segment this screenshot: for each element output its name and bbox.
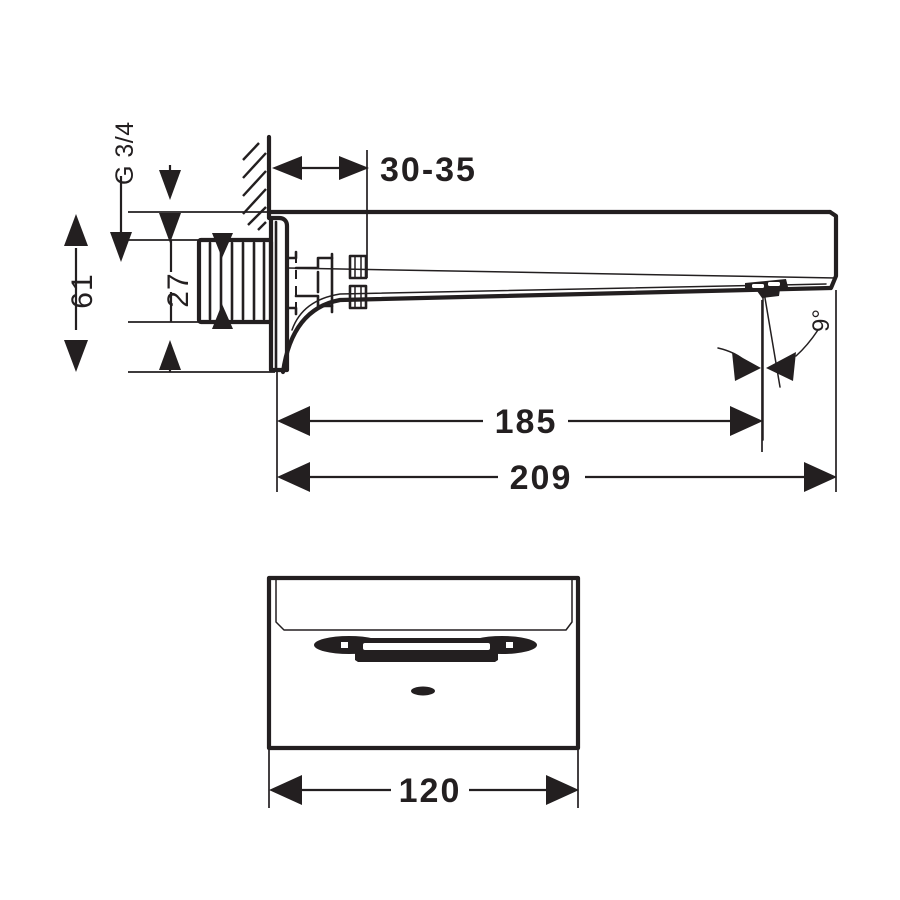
side-view bbox=[196, 134, 839, 375]
front-outlet-slot bbox=[314, 636, 537, 662]
cartridge-detail-upper bbox=[348, 254, 368, 280]
projection-total-label: 209 bbox=[510, 459, 573, 497]
dimension-projection-total: 209 bbox=[277, 290, 837, 497]
projection-outlet-label: 185 bbox=[495, 403, 558, 441]
front-chamfer-line bbox=[275, 577, 573, 631]
spout-inner-taper-line bbox=[287, 267, 837, 279]
cartridge-detail-lower bbox=[348, 284, 368, 310]
internal-section-detail bbox=[285, 250, 368, 316]
front-aerator-dot bbox=[411, 686, 435, 696]
dimension-wall-offset: 30-35 bbox=[272, 150, 477, 278]
front-view bbox=[266, 575, 581, 751]
dimension-outer-height: 61 bbox=[64, 214, 99, 372]
dimension-thread-spec: G 3/4 bbox=[110, 121, 181, 262]
outlet-nozzle bbox=[745, 279, 788, 298]
dimension-inner-height: 27 bbox=[128, 211, 275, 373]
wall-hatching-icon bbox=[242, 142, 267, 231]
dimension-outlet-angle: 9° bbox=[717, 291, 835, 441]
thread-spec-label: G 3/4 bbox=[111, 121, 139, 185]
outer-height-label: 61 bbox=[66, 273, 99, 308]
flange-plate bbox=[268, 215, 290, 373]
dimension-projection-outlet: 185 bbox=[276, 300, 763, 492]
front-body-outline bbox=[266, 575, 581, 751]
outlet-angle-label: 9° bbox=[808, 309, 835, 332]
spout-underside-inner-line bbox=[291, 283, 827, 331]
front-width-label: 120 bbox=[399, 772, 462, 810]
inner-height-label: 27 bbox=[162, 272, 195, 307]
threaded-connector bbox=[196, 237, 274, 325]
wall-offset-label: 30-35 bbox=[380, 151, 477, 189]
dimension-front-width: 120 bbox=[268, 750, 579, 810]
spout-tip-edge bbox=[827, 209, 839, 291]
